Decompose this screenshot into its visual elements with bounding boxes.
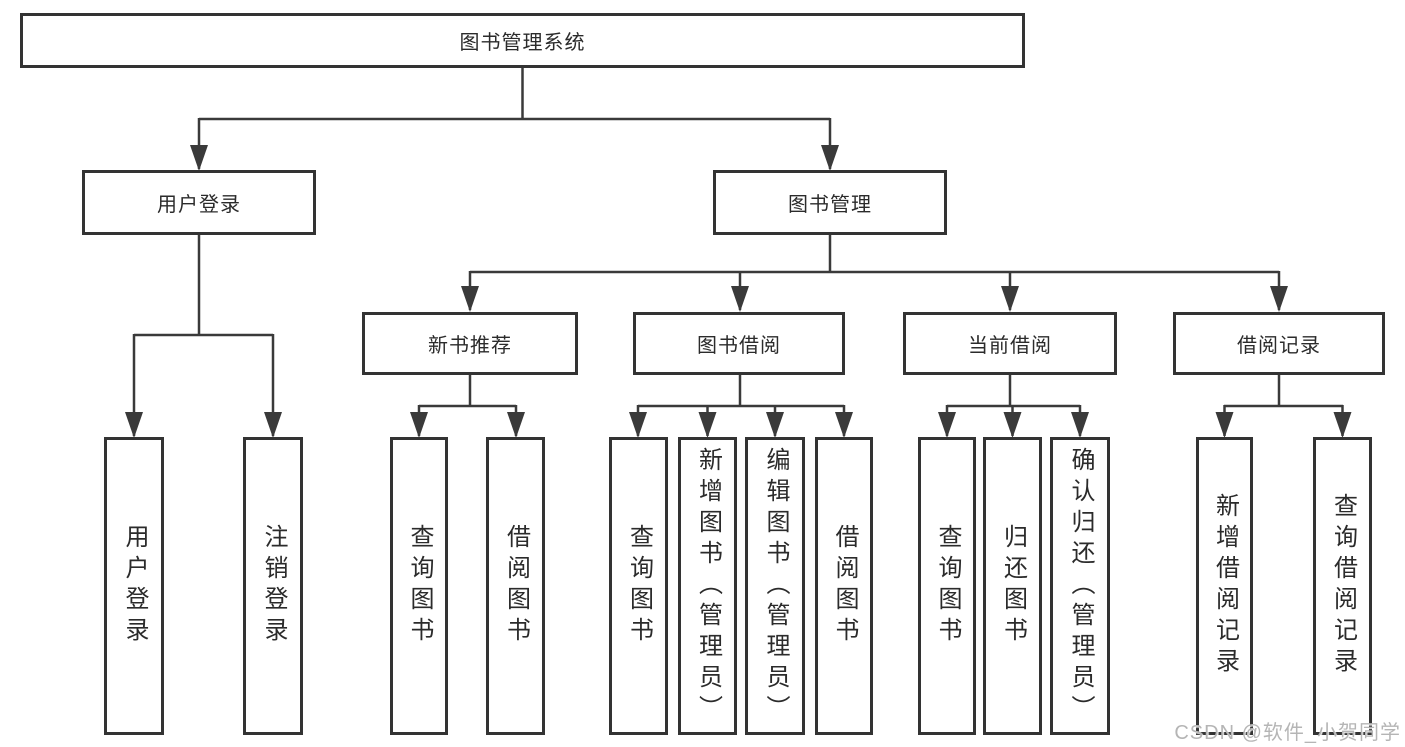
leaf-label: 归还图书 bbox=[999, 524, 1027, 648]
leaf-logout: 注销登录 bbox=[243, 437, 303, 735]
leaf-label: 新增图书（管理员） bbox=[694, 446, 722, 726]
leaf-confirm-return-admin: 确认归还（管理员） bbox=[1050, 437, 1110, 735]
connector-current-trunk bbox=[947, 375, 1080, 408]
node-user-login: 用户登录 bbox=[82, 170, 316, 235]
leaf-query-borrow-record: 查询借阅记录 bbox=[1313, 437, 1372, 735]
leaf-label: 查询图书 bbox=[934, 524, 961, 648]
leaf-query-books-borrow: 查询图书 bbox=[609, 437, 668, 735]
leaf-add-book-admin: 新增图书（管理员） bbox=[678, 437, 737, 735]
leaf-label: 查询图书 bbox=[406, 524, 433, 648]
connector-userlogin-trunk bbox=[134, 235, 273, 337]
leaf-borrow-books-borrow: 借阅图书 bbox=[815, 437, 873, 735]
leaf-label: 借阅图书 bbox=[831, 524, 858, 648]
connector-newbook-trunk bbox=[419, 375, 516, 408]
leaf-user-login: 用户登录 bbox=[104, 437, 164, 735]
leaf-label: 编辑图书（管理员） bbox=[762, 446, 789, 726]
leaf-label: 确认归还（管理员） bbox=[1067, 446, 1094, 726]
connector-bookmgmt-trunk bbox=[470, 235, 1279, 274]
leaf-label: 注销登录 bbox=[260, 524, 287, 648]
leaf-query-books-current: 查询图书 bbox=[918, 437, 976, 735]
leaf-edit-book-admin: 编辑图书（管理员） bbox=[745, 437, 805, 735]
leaf-add-borrow-record: 新增借阅记录 bbox=[1196, 437, 1253, 735]
leaf-label: 用户登录 bbox=[121, 524, 148, 648]
node-borrowing-records: 借阅记录 bbox=[1173, 312, 1385, 375]
leaf-label: 查询借阅记录 bbox=[1329, 493, 1357, 679]
leaf-borrow-books-newbook: 借阅图书 bbox=[486, 437, 545, 735]
node-book-management: 图书管理 bbox=[713, 170, 947, 235]
node-library-system: 图书管理系统 bbox=[20, 13, 1025, 68]
connector-records-trunk bbox=[1224, 375, 1343, 408]
leaf-label: 借阅图书 bbox=[502, 524, 530, 648]
connector-borrow-trunk bbox=[638, 375, 844, 408]
leaf-return-books: 归还图书 bbox=[983, 437, 1042, 735]
connector-root-trunk bbox=[199, 68, 830, 121]
leaf-query-books-newbook: 查询图书 bbox=[390, 437, 448, 735]
leaf-label: 新增借阅记录 bbox=[1211, 493, 1239, 679]
watermark-text: CSDN @软件_小贺同学 bbox=[1174, 722, 1401, 744]
node-new-book-recommend: 新书推荐 bbox=[362, 312, 578, 375]
leaf-label: 查询图书 bbox=[625, 524, 653, 648]
node-current-borrowing: 当前借阅 bbox=[903, 312, 1117, 375]
node-book-borrowing: 图书借阅 bbox=[633, 312, 845, 375]
